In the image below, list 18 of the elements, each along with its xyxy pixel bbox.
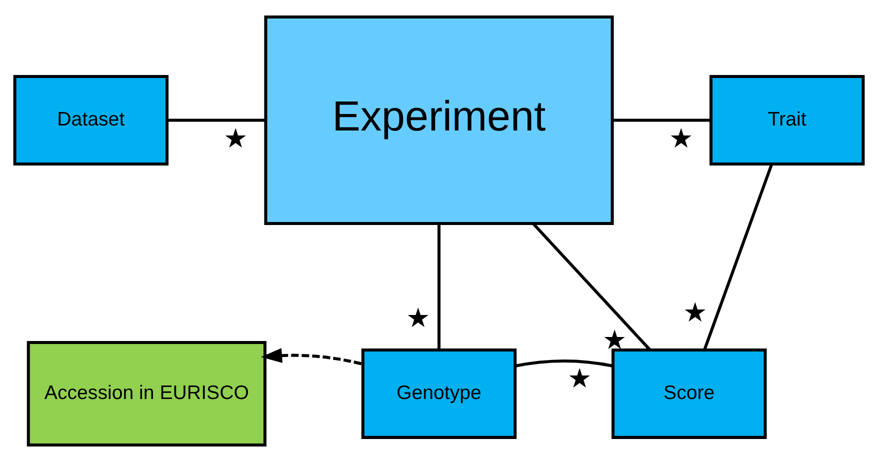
- node-box: Accession in EURISCO: [26, 341, 266, 446]
- label: ★: [406, 302, 430, 333]
- node-box: Genotype: [361, 348, 517, 439]
- connector: [612, 118, 711, 122]
- node-box: Dataset: [13, 75, 169, 166]
- connector: [167, 118, 266, 122]
- connector: [703, 164, 774, 350]
- label: ★: [669, 122, 694, 154]
- node-box: Trait: [709, 75, 865, 166]
- node-box: Score: [612, 348, 767, 439]
- node-box: Experiment: [264, 16, 614, 225]
- connector: [438, 224, 440, 350]
- connector: [514, 359, 613, 368]
- label: ★: [568, 362, 592, 394]
- label: ★: [224, 122, 248, 154]
- label: ★: [683, 296, 708, 328]
- connector: [532, 222, 652, 351]
- arrow: [260, 348, 363, 366]
